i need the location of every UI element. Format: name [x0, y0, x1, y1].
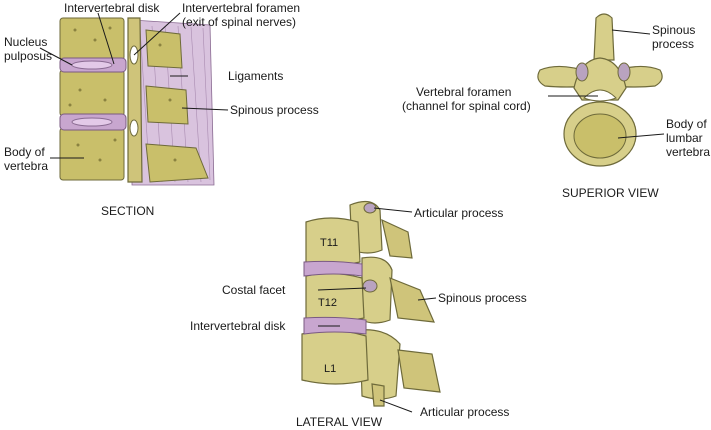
label-vertebral-foramen: Vertebral foramen — [416, 85, 511, 99]
label-body-of-lumbar: Body of — [666, 117, 707, 131]
lateral-view-title: LATERAL VIEW — [296, 415, 383, 429]
section-vertebral-body — [59, 127, 125, 181]
label-section-spinous-process: Spinous process — [230, 103, 319, 117]
label-articular-process-top: Articular process — [414, 206, 503, 220]
lateral-leaders — [317, 207, 437, 413]
lateral-costal-facet — [362, 279, 378, 293]
label-ligaments: Ligaments — [228, 69, 283, 83]
label-nucleus-sub: pulposus — [4, 49, 52, 63]
lateral-body-l1 — [301, 329, 369, 385]
segment-t12: T12 — [318, 297, 337, 309]
label-intervertebral-disk: Intervertebral disk — [64, 1, 160, 15]
section-nucleus — [71, 117, 113, 127]
superior-view-title: SUPERIOR VIEW — [562, 186, 659, 200]
label-vertebral-foramen-sub: (channel for spinal cord) — [402, 99, 531, 113]
section-illustration — [59, 17, 215, 186]
label-body-of-lumbar-sub2: vertebra — [666, 145, 710, 159]
label-body-of-vertebra: Body of — [4, 145, 45, 159]
label-costal-facet: Costal facet — [222, 283, 286, 297]
segment-l1: L1 — [324, 363, 336, 375]
lateral-disk — [303, 260, 363, 277]
section-vertebral-body — [59, 69, 125, 117]
label-nucleus: Nucleus — [4, 35, 47, 49]
label-lateral-intervertebral-disk: Intervertebral disk — [190, 319, 286, 333]
section-foramen — [129, 119, 139, 137]
superior-illustration — [537, 13, 663, 167]
superior-vertebral-foramen — [583, 89, 617, 102]
label-body-of-lumbar-sub: lumbar — [666, 131, 703, 145]
label-body-of-vertebra-sub: vertebra — [4, 159, 48, 173]
section-vertebral-body — [59, 17, 125, 61]
label-articular-process-bottom: Articular process — [420, 405, 509, 419]
label-superior-spinous-sub: process — [652, 37, 694, 51]
label-intervertebral-foramen: Intervertebral foramen — [182, 1, 300, 15]
label-intervertebral-foramen-sub: (exit of spinal nerves) — [182, 15, 296, 29]
section-view-title: SECTION — [101, 204, 154, 218]
section-nucleus — [71, 60, 113, 70]
superior-leaders — [548, 29, 665, 139]
lateral-illustration — [301, 200, 441, 407]
label-lateral-spinous-process: Spinous process — [438, 291, 527, 305]
label-superior-spinous: Spinous — [652, 23, 695, 37]
section-leaders — [39, 12, 229, 159]
segment-t11: T11 — [320, 237, 338, 249]
